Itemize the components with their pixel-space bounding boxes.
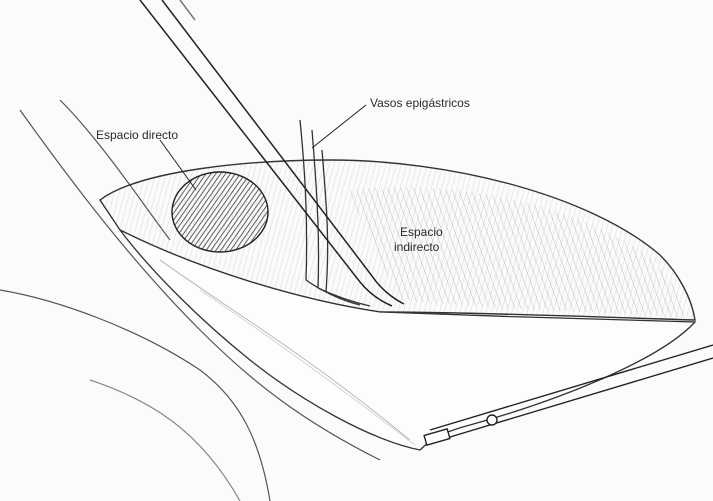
direct-space — [172, 172, 268, 252]
vasos-leader-line — [312, 105, 366, 148]
label-espacio-directo: Espacio directo — [96, 128, 178, 142]
label-espacio-indirecto-line2: indirecto — [394, 240, 439, 254]
label-espacio-indirecto-line1: Espacio — [400, 225, 443, 239]
label-vasos-epigastricos: Vasos epigástricos — [370, 96, 470, 110]
